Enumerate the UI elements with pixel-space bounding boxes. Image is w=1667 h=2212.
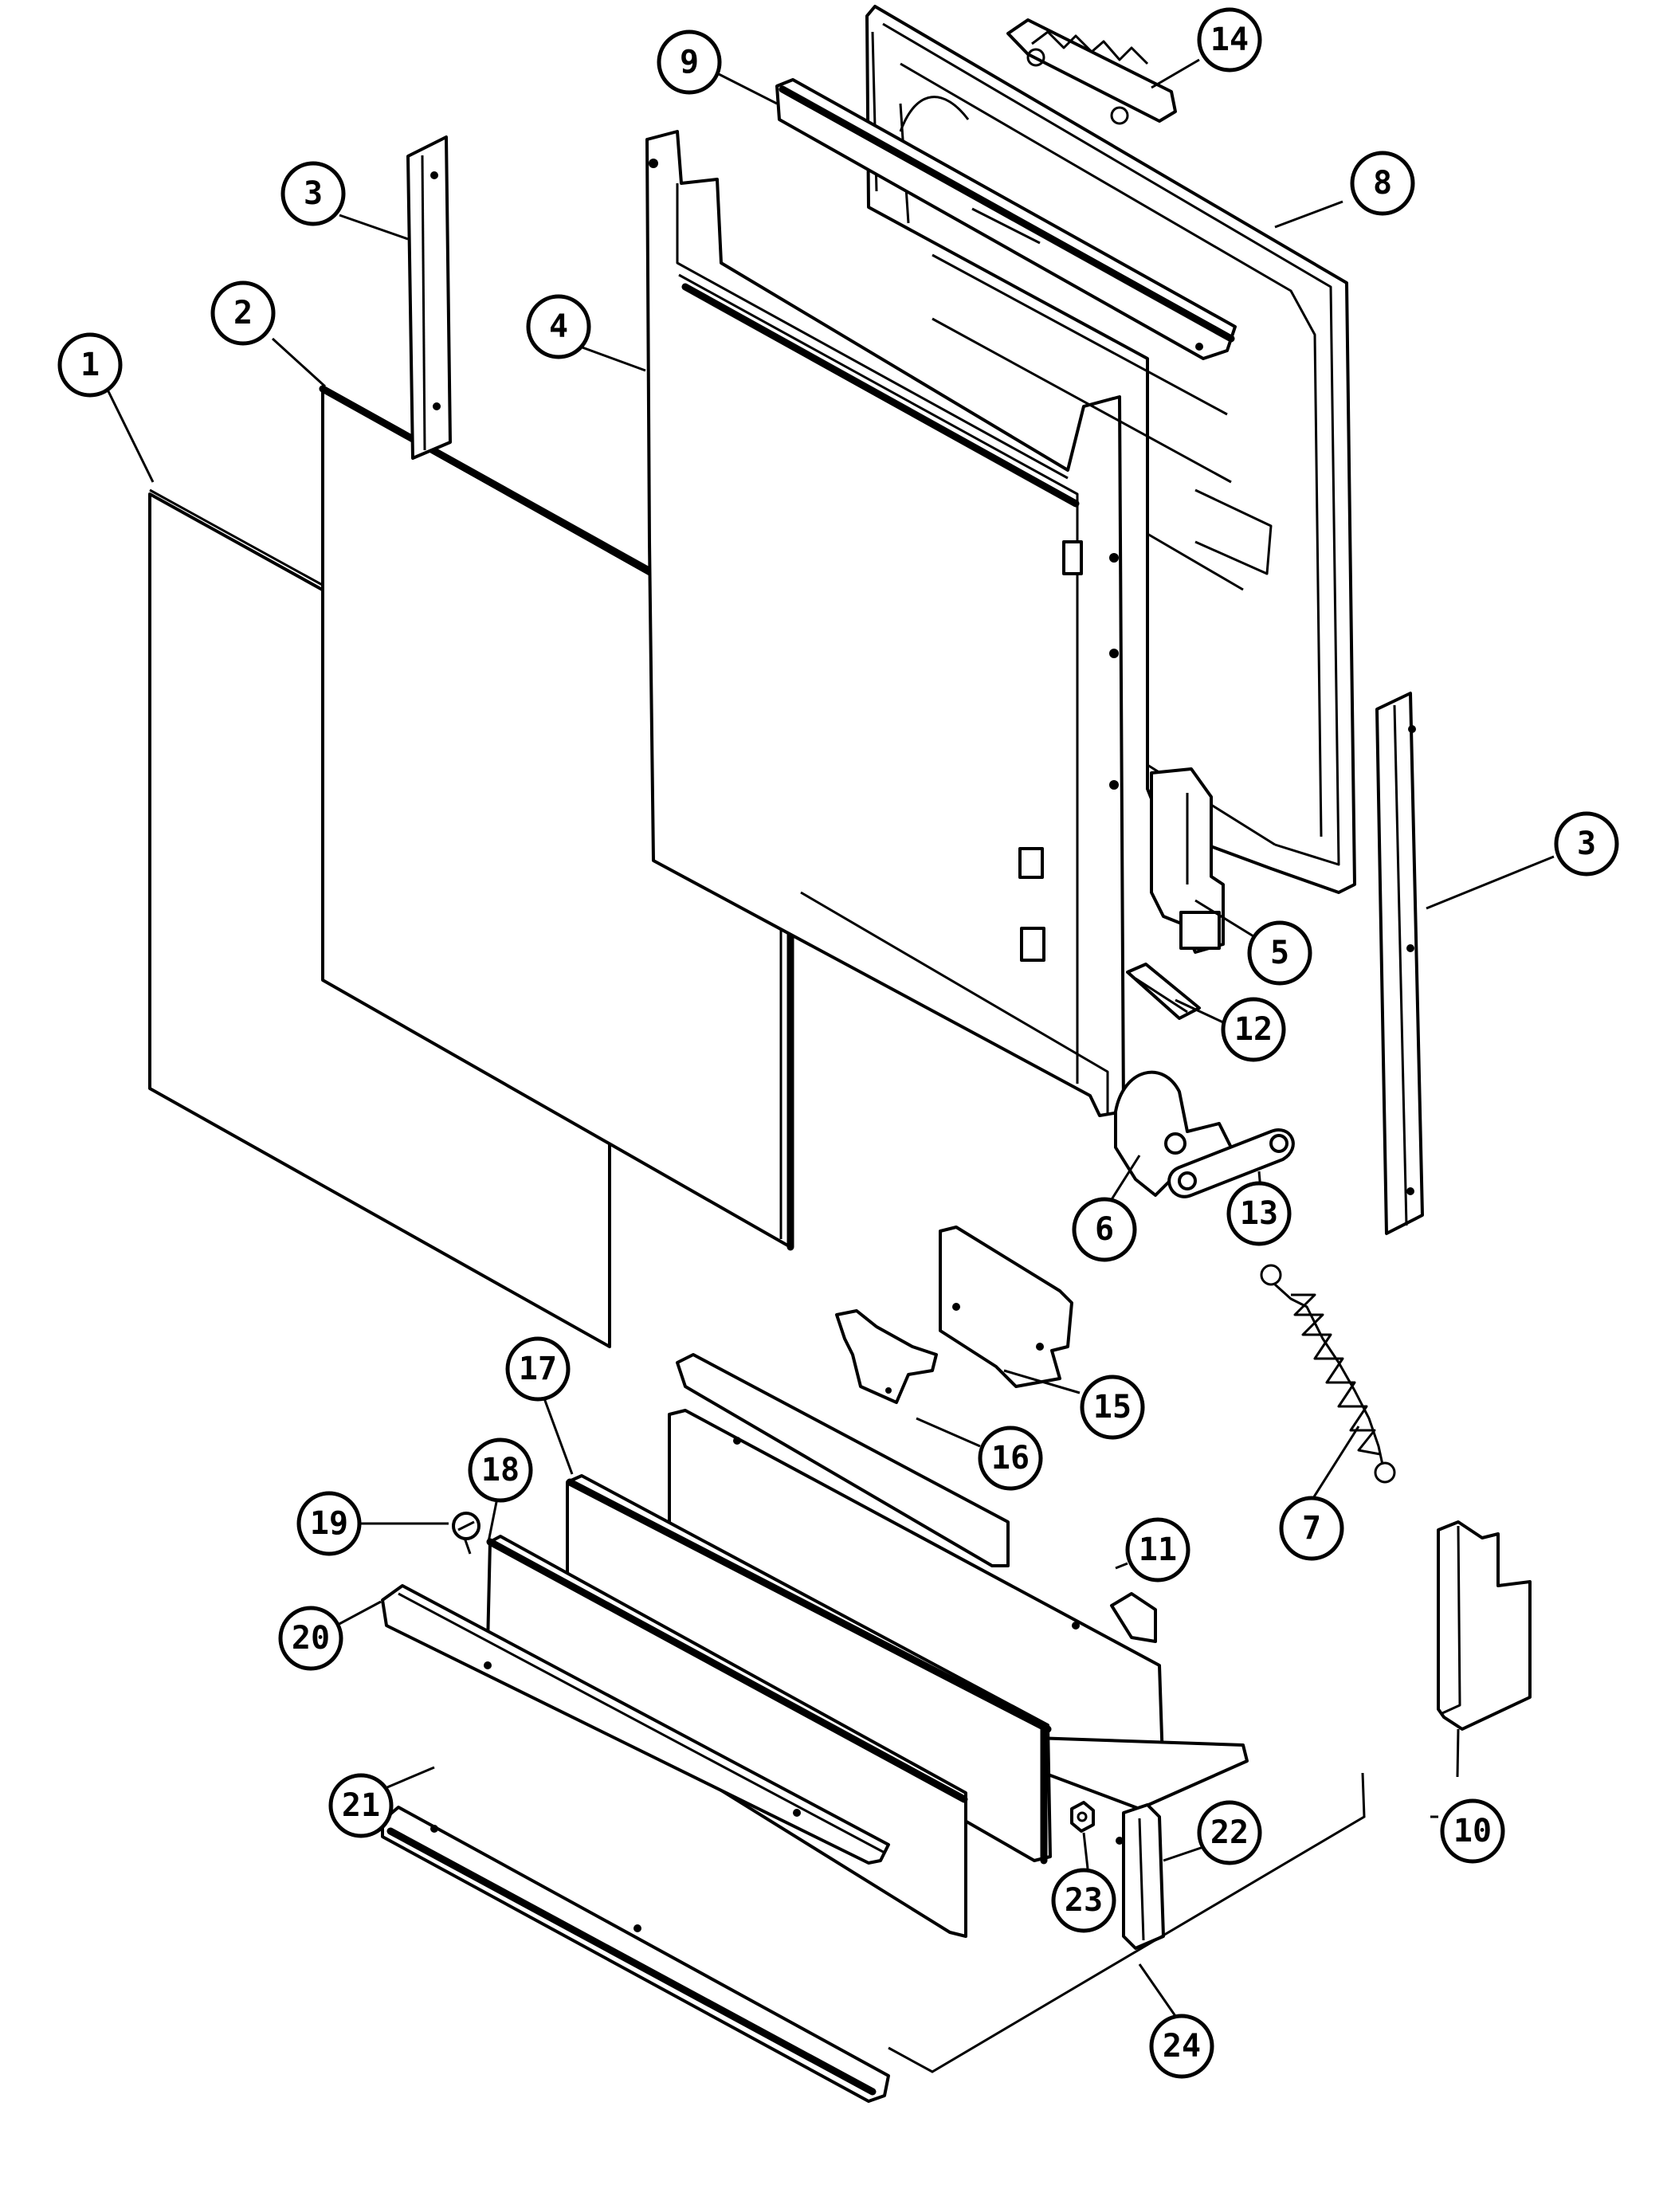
part-side-trim-left xyxy=(406,135,452,460)
callout: 17 xyxy=(505,1336,571,1402)
part-end-cap xyxy=(1116,1803,1165,1950)
svg-text:19: 19 xyxy=(310,1505,348,1542)
part-clip-bracket xyxy=(835,1309,938,1404)
svg-text:3: 3 xyxy=(304,175,323,212)
part-access-panel xyxy=(668,1353,1249,1810)
leader-lines xyxy=(104,58,1555,2017)
svg-text:8: 8 xyxy=(1373,165,1392,202)
svg-text:11: 11 xyxy=(1139,1532,1177,1568)
svg-text:17: 17 xyxy=(519,1351,557,1387)
svg-text:13: 13 xyxy=(1240,1195,1278,1232)
part-kickplate-assembly-bracket xyxy=(888,1772,1366,2073)
part-door-spring xyxy=(1260,1264,1396,1484)
callout: 23 xyxy=(1051,1868,1116,1933)
callout: 14 xyxy=(1197,7,1262,73)
callout: 6 xyxy=(1072,1197,1137,1262)
part-latch-bracket xyxy=(1150,767,1225,954)
svg-text:1: 1 xyxy=(80,347,100,383)
callout: 13 xyxy=(1226,1181,1292,1246)
callout: 15 xyxy=(1080,1375,1145,1440)
part-inner-door-liner xyxy=(645,130,1125,1117)
svg-text:21: 21 xyxy=(342,1787,380,1824)
svg-text:6: 6 xyxy=(1095,1211,1114,1248)
svg-text:12: 12 xyxy=(1234,1011,1273,1048)
svg-text:7: 7 xyxy=(1302,1510,1321,1547)
callout: 21 xyxy=(328,1773,394,1838)
part-pad xyxy=(1126,963,1201,1020)
part-side-bracket xyxy=(1437,1520,1532,1731)
callout: 24 xyxy=(1149,2014,1214,2079)
callout: 3 xyxy=(280,161,346,226)
part-door-handle xyxy=(1006,18,1177,125)
callout: 10 xyxy=(1440,1798,1505,1864)
svg-text:20: 20 xyxy=(292,1620,330,1657)
part-top-channel xyxy=(775,78,1237,360)
part-nut xyxy=(1070,1801,1095,1833)
callout: 3 xyxy=(1554,811,1619,877)
svg-text:3: 3 xyxy=(1577,826,1596,862)
callout: 19 xyxy=(296,1491,362,1556)
part-side-trim-right xyxy=(1375,692,1424,1235)
part-panel-bracket xyxy=(939,1226,1073,1388)
callout: 4 xyxy=(526,294,591,359)
callout: 8 xyxy=(1350,151,1415,216)
callout: 12 xyxy=(1221,997,1286,1062)
svg-text:16: 16 xyxy=(991,1440,1030,1477)
svg-text:5: 5 xyxy=(1270,935,1289,971)
callout: 11 xyxy=(1125,1517,1190,1583)
svg-text:4: 4 xyxy=(549,308,568,345)
callout: 1 xyxy=(57,332,123,398)
part-lower-channel xyxy=(381,1584,890,1865)
svg-text:23: 23 xyxy=(1065,1882,1103,1919)
callout: 9 xyxy=(657,29,722,95)
callout: 7 xyxy=(1279,1496,1344,1561)
svg-text:15: 15 xyxy=(1093,1389,1132,1426)
svg-text:18: 18 xyxy=(481,1452,520,1488)
svg-text:10: 10 xyxy=(1453,1813,1492,1849)
svg-text:9: 9 xyxy=(680,44,699,80)
callout: 18 xyxy=(468,1437,533,1503)
svg-text:2: 2 xyxy=(233,295,253,331)
part-hinge-link xyxy=(1167,1128,1295,1198)
callout: 2 xyxy=(210,280,276,346)
part-bottom-trim xyxy=(381,1806,890,2103)
callout: 5 xyxy=(1247,920,1312,986)
part-screw xyxy=(452,1512,480,1555)
svg-text:24: 24 xyxy=(1163,2028,1201,2065)
callout: 16 xyxy=(978,1426,1043,1491)
callout: 20 xyxy=(278,1606,343,1671)
svg-text:22: 22 xyxy=(1210,1814,1249,1851)
callout: 22 xyxy=(1197,1800,1262,1865)
svg-text:14: 14 xyxy=(1210,22,1249,58)
